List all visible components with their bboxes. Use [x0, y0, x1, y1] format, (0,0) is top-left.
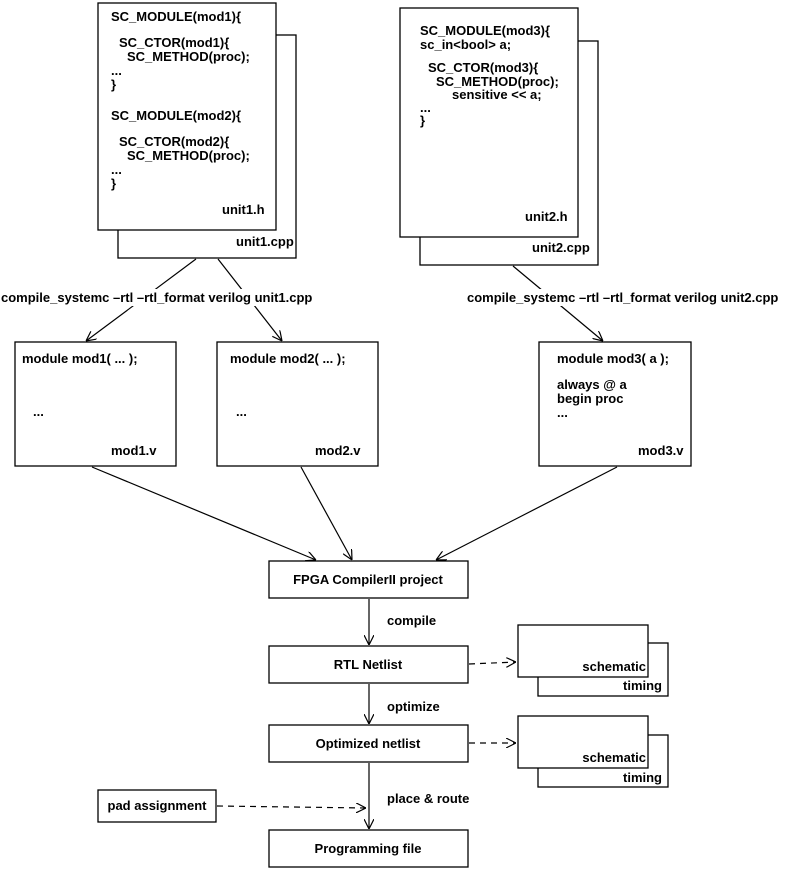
mod3-code-line: ... — [557, 405, 568, 420]
mod3-code-line: always @ a — [557, 377, 628, 392]
arrow-mod3-to-project — [436, 466, 618, 560]
mod3-file-label: mod3.v — [638, 443, 684, 458]
unit1-cpp-label: unit1.cpp — [236, 234, 294, 249]
unit2-code-line: sc_in<bool> a; — [420, 37, 511, 52]
mod3-code-line: module mod3( a ); — [557, 351, 669, 366]
unit1-code-line: } — [111, 176, 116, 191]
dashed-arrow-rtl-to-reports — [468, 662, 516, 664]
unit1-file-stack: unit1.cpp SC_MODULE(mod1){ SC_CTOR(mod1)… — [97, 2, 297, 259]
fpga-project-label: FPGA CompilerII project — [293, 572, 443, 587]
mod1-verilog-file — [14, 341, 177, 467]
rtl-schematic-label: schematic — [582, 659, 646, 674]
mod2-file-label: mod2.v — [315, 443, 361, 458]
rtl-report-stack: timing schematic — [517, 624, 669, 697]
opt-timing-label: timing — [623, 770, 662, 785]
unit1-code-line: SC_METHOD(proc); — [127, 49, 250, 64]
mod2-verilog-file — [216, 341, 379, 467]
unit2-code-line: sensitive << a; — [452, 87, 542, 102]
unit2-code-line: ... — [420, 100, 431, 115]
optimized-netlist-label: Optimized netlist — [316, 736, 421, 751]
rtl-netlist-label: RTL Netlist — [334, 657, 403, 672]
place-route-step-label: place & route — [387, 791, 469, 806]
pad-assignment-box — [97, 789, 217, 823]
unit2-code-line: SC_CTOR(mod3){ — [428, 60, 538, 75]
mod1-code-line: module mod1( ... ); — [22, 351, 138, 366]
fpga-project-box — [268, 560, 469, 599]
optimized-netlist-box — [268, 724, 469, 763]
unit1-h-label: unit1.h — [222, 202, 265, 217]
unit1-code-line: ... — [111, 162, 122, 177]
unit2-code-line: } — [420, 113, 425, 128]
opt-schematic-page — [517, 715, 649, 769]
unit1-h-page — [97, 2, 277, 231]
arrow-mod1-to-project — [91, 466, 316, 560]
pad-assignment-label: pad assignment — [108, 798, 208, 813]
cmd1-backing — [0, 289, 318, 306]
unit2-h-page — [399, 7, 579, 238]
unit1-code-line: SC_METHOD(proc); — [127, 148, 250, 163]
mod2-code-line: module mod2( ... ); — [230, 351, 346, 366]
programming-file-box — [268, 829, 469, 868]
unit1-code-line: SC_CTOR(mod1){ — [119, 35, 229, 50]
optimized-report-stack: timing schematic — [517, 715, 669, 788]
rtl-netlist-box — [268, 645, 469, 684]
unit2-code-line: SC_MODULE(mod3){ — [420, 23, 550, 38]
arrow-mod2-to-project — [300, 466, 352, 560]
unit2-cpp-label: unit2.cpp — [532, 240, 590, 255]
unit1-code-line: SC_MODULE(mod1){ — [111, 9, 241, 24]
mod1-file-label: mod1.v — [111, 443, 157, 458]
unit2-h-label: unit2.h — [525, 209, 568, 224]
mod3-verilog-file — [538, 341, 692, 467]
programming-file-label: Programming file — [315, 841, 422, 856]
dashed-arrow-pad-to-route — [216, 806, 366, 808]
unit1-code-line: SC_CTOR(mod2){ — [119, 134, 229, 149]
mod2-code-line: ... — [236, 404, 247, 419]
compile-command-unit2: compile_systemc –rtl –rtl_format verilog… — [467, 290, 778, 305]
rtl-schematic-page — [517, 624, 649, 678]
mod1-code-line: ... — [33, 404, 44, 419]
opt-schematic-label: schematic — [582, 750, 646, 765]
unit1-code-line: ... — [111, 63, 122, 78]
rtl-timing-label: timing — [623, 678, 662, 693]
compile-step-label: compile — [387, 613, 436, 628]
unit1-code-line: } — [111, 77, 116, 92]
cmd2-backing — [466, 289, 784, 306]
unit2-code-line: SC_METHOD(proc); — [436, 74, 559, 89]
unit2-file-stack: unit2.cpp SC_MODULE(mod3){ sc_in<bool> a… — [399, 7, 599, 266]
optimize-step-label: optimize — [387, 699, 440, 714]
compile-command-unit1: compile_systemc –rtl –rtl_format verilog… — [1, 290, 312, 305]
unit1-code-line: SC_MODULE(mod2){ — [111, 108, 241, 123]
mod3-code-line: begin proc — [557, 391, 623, 406]
